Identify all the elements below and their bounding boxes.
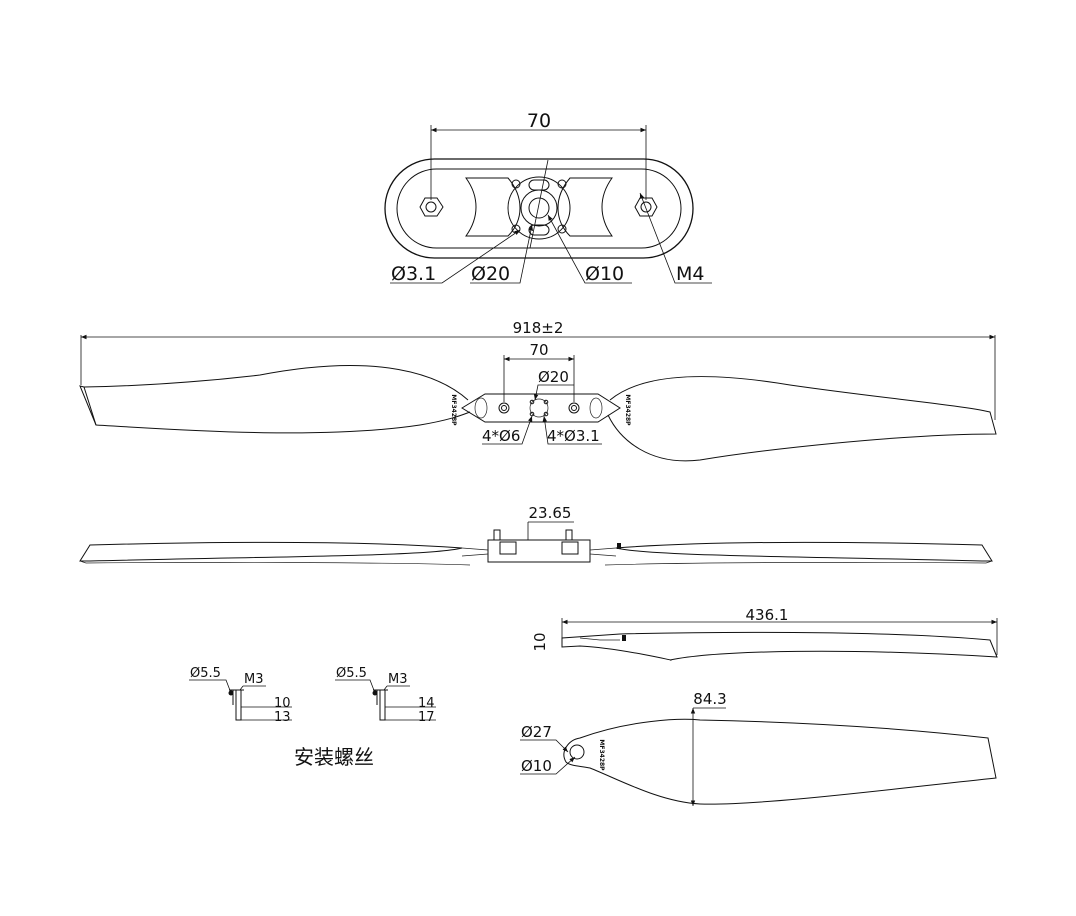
hub-height-label: 23.65 [529,504,572,522]
screws-caption: 安装螺丝 [294,745,374,769]
screw-a-head-label: Ø5.5 [190,666,221,681]
root-outer-label: Ø27 [521,723,552,741]
hub-center-hole [528,197,550,219]
blade-thickness-label: 10 [531,632,549,651]
plan-hub [461,393,621,423]
screw-a-thread-label: M3 [244,672,264,687]
screw-b-head-label: Ø5.5 [336,666,367,681]
blade-length-label: 436.1 [746,606,789,624]
right-nut [634,197,658,217]
hub-outline-inner [396,168,682,249]
hub-small-hole-label: Ø3.1 [391,263,436,285]
hub-top-view: 70 Ø3.1 Ø20 Ø10 M4 [384,110,712,285]
plan-large-holes-label: 4*Ø6 [482,427,520,445]
hub-center-boss [507,176,571,240]
screw-a-shank-label: 10 [274,696,291,711]
blade-mark-folded: MF3428P [598,739,605,771]
blade-side-view: 436.1 10 [531,606,998,661]
blade-plan-view: MF3428P 84.3 Ø27 Ø10 [520,690,997,806]
screw-a: Ø5.5 M3 10 13 [189,666,292,725]
hub-center-hole-label: Ø10 [585,263,624,285]
hub-spacing-label: 70 [527,110,551,132]
propeller-side-view: 23.65 [79,504,993,566]
blade-mark-right: MF3428P [624,394,631,426]
hub-inner-diameter-label: Ø20 [471,263,510,285]
plan-small-holes-label: 4*Ø3.1 [547,427,600,445]
plan-bore-label: Ø20 [538,368,569,386]
plan-spacing-label: 70 [529,341,548,359]
side-hub [487,539,591,563]
screw-b-total-label: 17 [418,710,435,725]
left-nut [419,197,444,217]
screw-b-thread-label: M3 [388,672,408,687]
root-hole-label: Ø10 [521,757,552,775]
screw-a-total-label: 13 [274,710,291,725]
propeller-plan-view: MF3428P MF3428P 918±2 70 Ø20 4*Ø6 4*Ø3.1 [79,319,997,462]
hub-thread-label: M4 [676,263,704,285]
screw-b-shank-label: 14 [418,696,435,711]
blade-root-hole [569,744,585,760]
span-label: 918±2 [513,319,564,337]
blade-chord-label: 84.3 [693,690,726,708]
screw-b: Ø5.5 M3 14 17 [335,666,436,725]
hub-outline-outer [384,158,694,259]
blade-mark-left: MF3428P [450,394,457,426]
